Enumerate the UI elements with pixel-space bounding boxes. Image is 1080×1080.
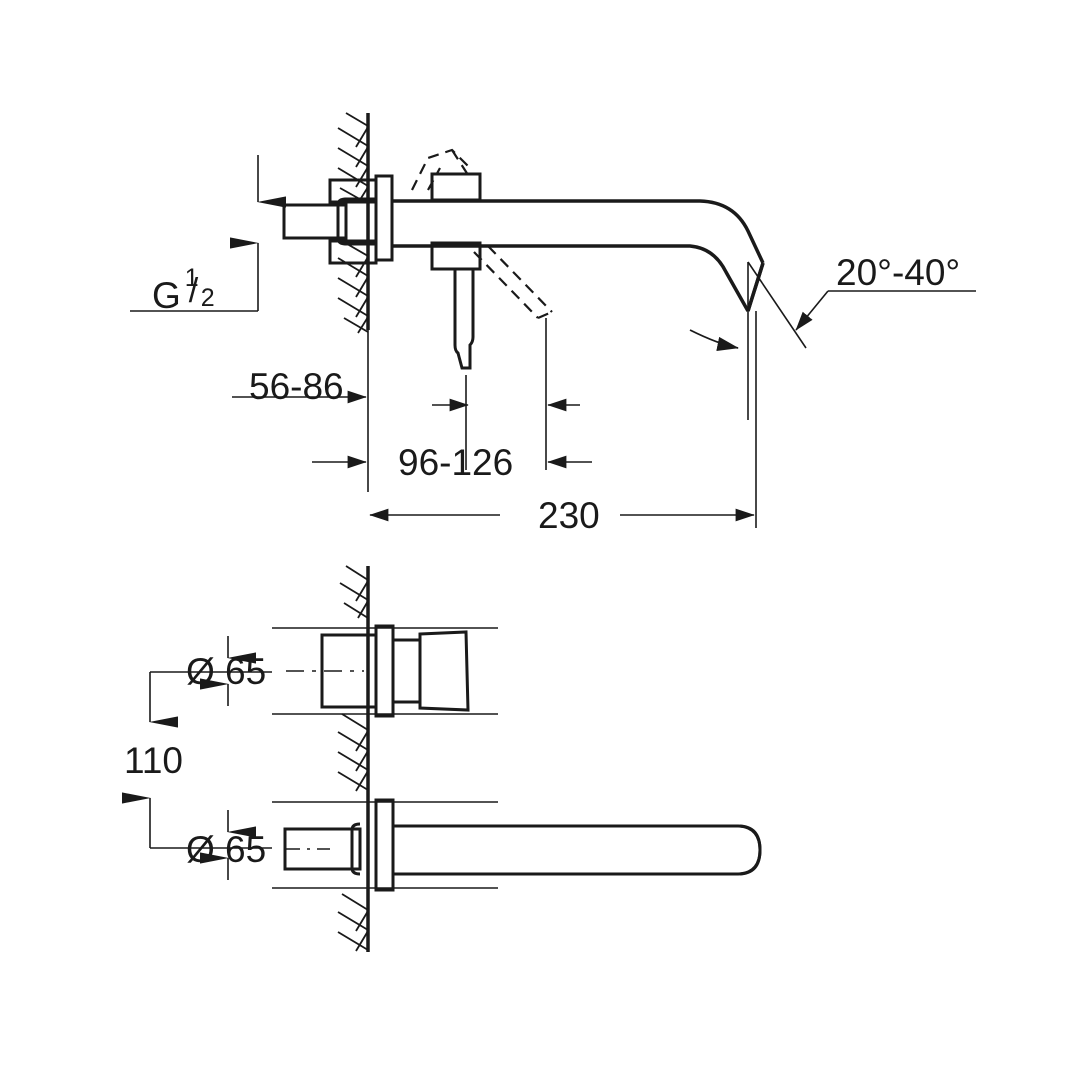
lever-handle xyxy=(453,267,475,370)
elevation-view xyxy=(130,112,976,528)
thread-size-fraction: 1/2 xyxy=(181,266,215,318)
spout-escutcheon-plan xyxy=(374,798,395,892)
handle-diameter-label: Ø 65 xyxy=(186,651,267,692)
wall-hatching-upper xyxy=(337,112,369,204)
wall-depth-label: 56-86 xyxy=(249,366,344,407)
spout-reach-dimension xyxy=(369,311,757,528)
center-distance-label: 110 xyxy=(124,740,183,781)
spout-body-plan xyxy=(283,822,762,876)
spout-tube xyxy=(392,199,765,312)
fraction-numerator: 1 xyxy=(184,264,199,293)
handle-projection-label: 96-126 xyxy=(398,442,514,483)
handle-escutcheon-plan xyxy=(374,624,395,718)
spout-angle-indicator xyxy=(689,261,976,420)
fraction-denominator: 2 xyxy=(200,284,215,313)
wall-hatching-lower xyxy=(337,240,369,334)
thread-size-leader xyxy=(130,155,286,312)
center-distance-dimension xyxy=(122,671,272,849)
thread-size-prefix: G xyxy=(152,275,181,316)
handle-ghost-upper xyxy=(411,148,473,191)
cartridge-housing xyxy=(328,178,378,265)
spout-diameter-dimension xyxy=(200,801,498,889)
escutcheon-plate xyxy=(374,174,394,262)
inlet-connector xyxy=(282,197,378,246)
spout-reach-label: 230 xyxy=(538,495,600,536)
plan-view xyxy=(122,565,762,952)
spout-tip xyxy=(746,262,765,312)
upper-detail-block xyxy=(430,172,482,202)
handle-projection-dimension xyxy=(312,318,592,492)
handle-diameter-dimension xyxy=(200,627,498,715)
lever-handle-ghost xyxy=(473,245,553,320)
fraction-slash: / xyxy=(188,272,199,311)
spout-diameter-label: Ø 65 xyxy=(186,829,267,870)
spout-angle-label: 20°-40° xyxy=(836,252,961,293)
wall-hatching-plan xyxy=(337,565,369,952)
handle-body-plan xyxy=(320,630,470,712)
